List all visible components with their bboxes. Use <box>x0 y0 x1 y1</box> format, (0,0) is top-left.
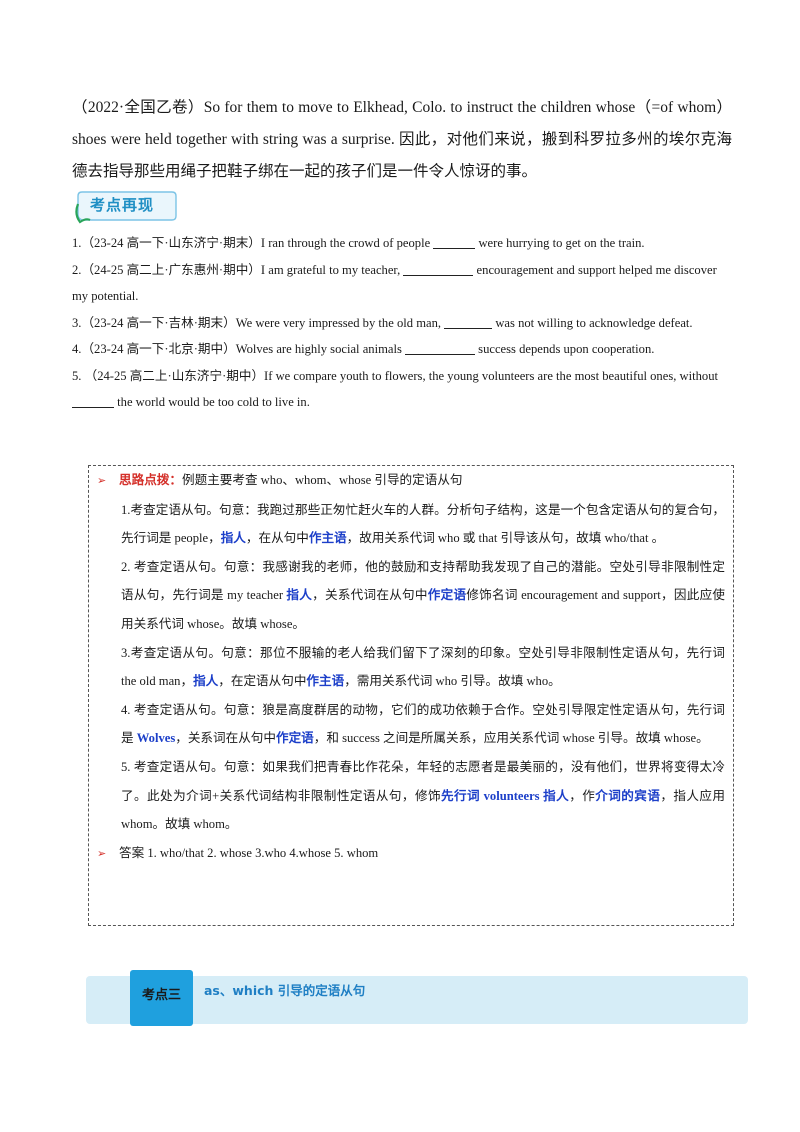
tip-text: 3.考查定语从句。句意：那位不服输的老人给我们留下了深刻的印象。空处引导非限制性… <box>121 645 725 689</box>
tip-item: 3.考查定语从句。句意：那位不服输的老人给我们留下了深刻的印象。空处引导非限制性… <box>97 639 725 696</box>
arrow-icon: ➢ <box>97 847 107 860</box>
section-tag: 考点再现 <box>74 190 178 224</box>
exercise-item: 5. （24-25 高二上·山东济宁·期中）If we compare yout… <box>72 363 732 416</box>
tips-header-label: 思路点拨： <box>119 473 182 487</box>
tip-text: ，在定语从句中 <box>218 674 307 689</box>
section-badge-label: 考点三 <box>141 988 181 1003</box>
highlight-term: 作主语 <box>306 674 345 689</box>
section-tag-label: 考点再现 <box>90 196 155 214</box>
highlight-term: 作定语 <box>427 588 467 603</box>
exercise-item: 2.（24-25 高二上·广东惠州·期中）I am grateful to my… <box>72 257 732 310</box>
tag-shape-icon <box>75 191 177 224</box>
tip-item: 5. 考查定语从句。句意：如果我们把青春比作花朵，年轻的志愿者是最美丽的，没有他… <box>97 753 725 839</box>
tip-item: 4. 考查定语从句。句意：狼是高度群居的动物，它们的成功依赖于合作。空处引导限定… <box>97 696 725 753</box>
highlight-term: 先行词 volunteers 指人 <box>440 788 570 803</box>
intro-example: （2022·全国乙卷）So for them to move to Elkhea… <box>72 92 732 188</box>
exercise-text-after: success depends upon cooperation. <box>475 342 655 356</box>
section-banner: 考点三 as、which 引导的定语从句 <box>86 970 748 1026</box>
tip-text: 5. 考查定语从句。句意：如果我们把青春比作花朵，年轻的志愿者是最美丽的，没有他… <box>121 759 725 803</box>
exercise-item: 4.（23-24 高一下·北京·期中）Wolves are highly soc… <box>72 336 732 363</box>
tips-items: 1.考查定语从句。句意：我跑过那些正匆忙赶火车的人群。分析句子结构，这是一个包含… <box>97 496 725 839</box>
answer-blank[interactable] <box>444 314 493 329</box>
tip-text: 4. 考查定语从句。句意：狼是高度群居的动物，它们的成功依赖于合作。空处引导限定… <box>121 702 725 746</box>
tip-text: ，故用关系代词 who 或 that 引导该从句，故填 who/that 。 <box>346 531 665 546</box>
tip-text: 修饰名词 encouragement and support，因此应使用关系代词… <box>121 588 726 631</box>
tip-item: 2. 考查定语从句。句意：我感谢我的老师，他的鼓励和支持帮助我发现了自己的潜能。… <box>97 553 725 639</box>
tips-answer-text: 答案 1. who/that 2. whose 3.who 4.whose 5.… <box>119 845 379 860</box>
tip-item: 1.考查定语从句。句意：我跑过那些正匆忙赶火车的人群。分析句子结构，这是一个包含… <box>97 496 725 553</box>
tip-text: ，和 success 之间是所属关系，应用关系代词 whose 引导。故填 wh… <box>313 731 709 746</box>
answer-blank[interactable] <box>403 261 474 276</box>
exercise-text-after: were hurrying to get on the train. <box>475 236 645 250</box>
highlight-term: 作主语 <box>308 531 347 546</box>
answer-blank[interactable] <box>405 340 476 355</box>
exercise-text-before: 1.（23-24 高一下·山东济宁·期末）I ran through the c… <box>72 236 434 250</box>
tip-text: ，指人应用 whom。故填 whom。 <box>121 788 726 832</box>
exercise-text-before: 5. （24-25 高二上·山东济宁·期中）If we compare yout… <box>72 368 719 383</box>
highlight-term: 指人 <box>286 588 313 603</box>
exercise-text-before: 3.（23-24 高一下·吉林·期末）We were very impresse… <box>72 315 445 330</box>
answer-blank[interactable] <box>433 234 476 249</box>
tips-content: ➢ 思路点拨：例题主要考查 who、whom、whose 引导的定语从句 1.考查… <box>97 466 725 868</box>
highlight-term: Wolves <box>136 731 176 746</box>
tip-text: ，关系词在从句中 <box>175 731 276 746</box>
highlight-term: 指人 <box>193 674 219 689</box>
tip-text: 2. 考查定语从句。句意：我感谢我的老师，他的鼓励和支持帮助我发现了自己的潜能。… <box>121 559 725 603</box>
exercise-text-after: was not willing to acknowledge defeat. <box>492 315 693 330</box>
exercise-text-before: 2.（24-25 高二上·广东惠州·期中）I am grateful to my… <box>72 262 404 277</box>
exercise-text-before: 4.（23-24 高一下·北京·期中）Wolves are highly soc… <box>72 342 406 356</box>
exercise-list: 1.（23-24 高一下·山东济宁·期末）I ran through the c… <box>72 230 732 416</box>
tips-header-text: 例题主要考查 who、whom、whose 引导的定语从句 <box>181 473 463 487</box>
highlight-term: 指人 <box>220 531 246 546</box>
exercise-text-after: encouragement and support helped me disc… <box>72 262 717 304</box>
tip-text: ，需用关系代词 who 引导。故填 who。 <box>344 674 561 689</box>
intro-text: （2022·全国乙卷）So for them to move to Elkhea… <box>72 99 732 180</box>
exercise-text-after: the world would be too cold to live in. <box>114 395 310 409</box>
exercise-item: 3.（23-24 高一下·吉林·期末）We were very impresse… <box>72 310 732 337</box>
tip-text: ，在从句中 <box>245 531 309 546</box>
highlight-term: 介词的宾语 <box>595 788 661 803</box>
section-badge: 考点三 <box>130 970 193 1026</box>
arrow-icon: ➢ <box>97 475 107 487</box>
section-banner-title: as、which 引导的定语从句 <box>204 983 366 998</box>
highlight-term: 作定语 <box>275 731 314 746</box>
tips-header: ➢ 思路点拨：例题主要考查 who、whom、whose 引导的定语从句 <box>97 466 725 496</box>
exercise-item: 1.（23-24 高一下·山东济宁·期末）I ran through the c… <box>72 230 732 257</box>
tip-text: ，作 <box>569 788 596 803</box>
tip-text: 1.考查定语从句。句意：我跑过那些正匆忙赶火车的人群。分析句子结构，这是一个包含… <box>121 502 725 546</box>
tip-text: ，关系代词在从句中 <box>312 588 428 603</box>
answer-blank[interactable] <box>72 393 114 408</box>
tips-answer: ➢ 答案 1. who/that 2. whose 3.who 4.whose 5… <box>97 839 725 869</box>
tips-box: ➢ 思路点拨：例题主要考查 who、whom、whose 引导的定语从句 1.考查… <box>88 465 734 926</box>
